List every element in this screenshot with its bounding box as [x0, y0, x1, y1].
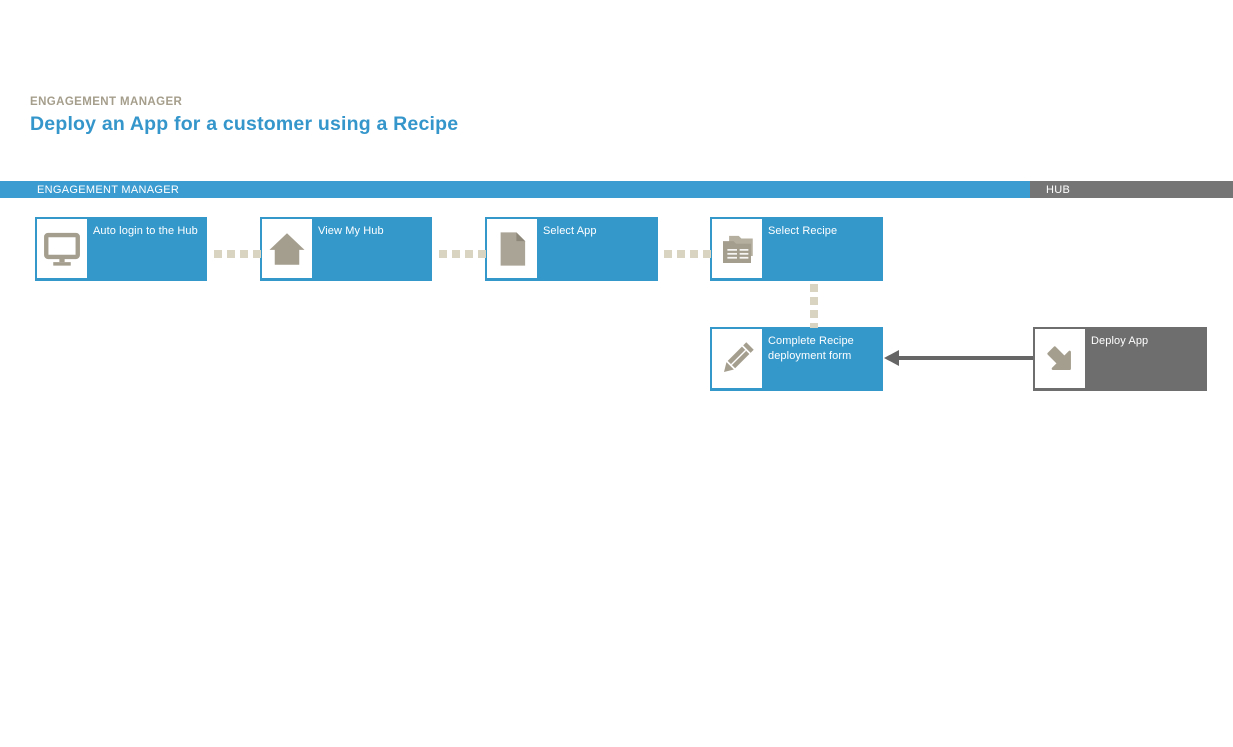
lane-engagement-manager: ENGAGEMENT MANAGER [0, 181, 1030, 198]
pencil-icon [712, 329, 762, 388]
deploy-feedback-arrow-line [897, 356, 1033, 360]
home-icon [262, 219, 312, 278]
lane-label: HUB [1046, 183, 1071, 196]
step-view-my-hub: View My Hub [260, 217, 432, 281]
step-label: Auto login to the Hub [93, 225, 198, 237]
step-label: Complete Recipe deployment form [768, 335, 854, 362]
deploy-feedback-arrow-head [884, 350, 899, 366]
step-complete-recipe-form: Complete Recipe deployment form [710, 327, 883, 391]
lane-hub: HUB [1030, 181, 1233, 198]
step-select-recipe: Select Recipe [710, 217, 883, 281]
monitor-icon [37, 219, 87, 278]
step-label: Deploy App [1091, 335, 1149, 347]
document-icon [487, 219, 537, 278]
arrow-down-right-icon [1035, 329, 1085, 388]
dotted-connector-2 [439, 250, 486, 258]
dotted-connector-down [810, 284, 818, 328]
step-label: View My Hub [318, 225, 384, 237]
folder-stack-icon [712, 219, 762, 278]
step-label: Select App [543, 225, 597, 237]
lane-label: ENGAGEMENT MANAGER [37, 183, 180, 196]
step-auto-login-to-hub: Auto login to the Hub [35, 217, 207, 281]
dotted-connector-3 [664, 250, 711, 258]
page-title: Deploy an App for a customer using a Rec… [30, 113, 459, 135]
dotted-connector-1 [214, 250, 261, 258]
step-label: Select Recipe [768, 225, 838, 237]
step-deploy-app: Deploy App [1033, 327, 1207, 391]
step-select-app: Select App [485, 217, 658, 281]
role-label: ENGAGEMENT MANAGER [30, 96, 183, 108]
swimlane-header: ENGAGEMENT MANAGER HUB [0, 181, 1233, 198]
